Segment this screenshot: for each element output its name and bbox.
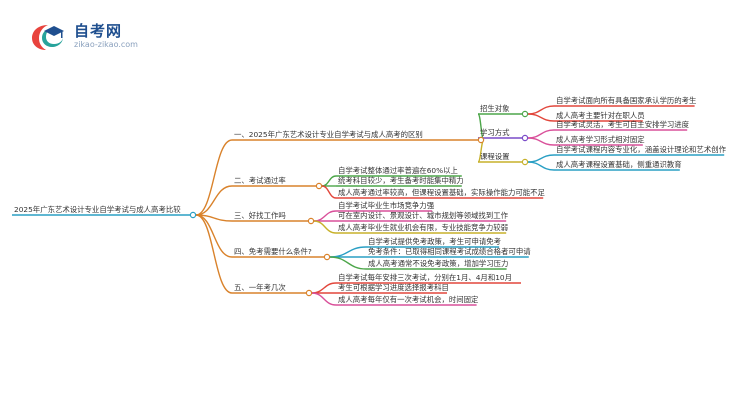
branch-2-connector bbox=[315, 182, 323, 190]
leaf-label: 免考条件：已取得相同课程考试成绩合格者可申请 bbox=[368, 247, 531, 256]
subtopic-2-label: 学习方式 bbox=[480, 128, 510, 137]
mindmap-nodes: 2025年广东艺术设计专业自学考试与成人高考比较 一、2025年广东艺术设计专业自… bbox=[14, 96, 727, 304]
leaf-edge bbox=[329, 256, 367, 270]
leaf-edge bbox=[329, 246, 367, 258]
leaf-edge bbox=[527, 137, 555, 146]
branch-2-label: 二、考试通过率 bbox=[234, 176, 286, 185]
leaf-label: 成人高考课程设置基础，侧重通识教育 bbox=[556, 160, 682, 169]
leaf-label: 成人高考学习形式相对固定 bbox=[556, 135, 645, 144]
branch-1-connector bbox=[477, 136, 485, 144]
leaf-edge bbox=[527, 129, 555, 139]
leaf-label: 考生可根据学习进度选择报考科目 bbox=[338, 283, 449, 292]
logo-subtitle: zikao-zikao.com bbox=[74, 40, 138, 49]
subtopic-2-connector bbox=[521, 134, 529, 142]
leaf-label: 统考科目较少，考生备考时能集中精力 bbox=[338, 176, 464, 185]
branch-3-label: 三、好找工作吗 bbox=[234, 211, 286, 220]
mindmap-edges bbox=[12, 105, 725, 306]
leaf-edge bbox=[527, 113, 555, 122]
leaf-edge bbox=[527, 105, 555, 115]
branch-4-label: 四、免考需要什么条件? bbox=[234, 247, 312, 256]
branch-edge-1 bbox=[195, 139, 233, 216]
leaf-label: 可在室内设计、景观设计、城市规划等领域找到工作 bbox=[338, 211, 509, 220]
leaf-edge bbox=[321, 175, 337, 187]
branch-1-label: 一、2025年广东艺术设计专业自学考试与成人高考的区别 bbox=[234, 130, 423, 139]
leaf-label: 自学考试提供免考政策，考生可申请免考 bbox=[368, 237, 501, 246]
branch-3-connector bbox=[307, 217, 315, 225]
subtopic-3-label: 课程设置 bbox=[480, 152, 510, 161]
leaf-label: 成人高考通常不设免考政策，增加学习压力 bbox=[368, 259, 508, 268]
leaf-label: 成人高考主要针对在职人员 bbox=[556, 111, 645, 120]
subtopic-1-connector bbox=[521, 110, 529, 118]
leaf-edge bbox=[313, 210, 337, 222]
leaf-label: 自学考试每年安排三次考试，分别在1月、4月和10月 bbox=[338, 273, 512, 282]
subtopic-3-connector bbox=[521, 158, 529, 166]
leaf-edge bbox=[311, 292, 337, 306]
leaf-label: 自学考试课程内容专业化，涵盖设计理论和艺术创作 bbox=[556, 145, 727, 154]
branch-edge-5 bbox=[195, 214, 233, 294]
leaf-edge bbox=[313, 220, 337, 234]
logo-icon bbox=[32, 25, 64, 50]
leaf-label: 成人高考通过率较高，但课程设置基础，实际操作能力可能不足 bbox=[338, 188, 546, 197]
root-connector bbox=[189, 211, 197, 219]
branch-edge-2 bbox=[195, 185, 233, 216]
leaf-label: 成人高考每年仅有一次考试机会，时间固定 bbox=[338, 295, 479, 304]
leaf-label: 自学考试面向所有具备国家承认学历的考生 bbox=[556, 96, 696, 105]
leaf-label: 自学考试毕业生市场竞争力强 bbox=[338, 201, 435, 210]
subtopic-1-label: 招生对象 bbox=[480, 104, 510, 113]
root-node-label: 2025年广东艺术设计专业自学考试与成人高考比较 bbox=[14, 205, 181, 214]
branch-4-connector bbox=[323, 253, 331, 261]
leaf-edge bbox=[321, 185, 337, 199]
leaf-label: 成人高考毕业生就业机会有限，专业技能竞争力较弱 bbox=[338, 223, 508, 232]
logo-title: 自考网 bbox=[74, 22, 123, 40]
branch-5-connector bbox=[305, 289, 313, 297]
leaf-label: 自学考试整体通过率普遍在60%以上 bbox=[338, 166, 459, 175]
leaf-label: 自学考试灵活，考生可自主安排学习进度 bbox=[556, 120, 690, 129]
leaf-edge bbox=[311, 282, 337, 294]
leaf-edge bbox=[527, 161, 555, 171]
site-logo[interactable]: 自考网 zikao-zikao.com bbox=[30, 20, 170, 54]
leaf-edge bbox=[527, 154, 555, 163]
branch-5-label: 五、一年考几次 bbox=[234, 283, 286, 292]
